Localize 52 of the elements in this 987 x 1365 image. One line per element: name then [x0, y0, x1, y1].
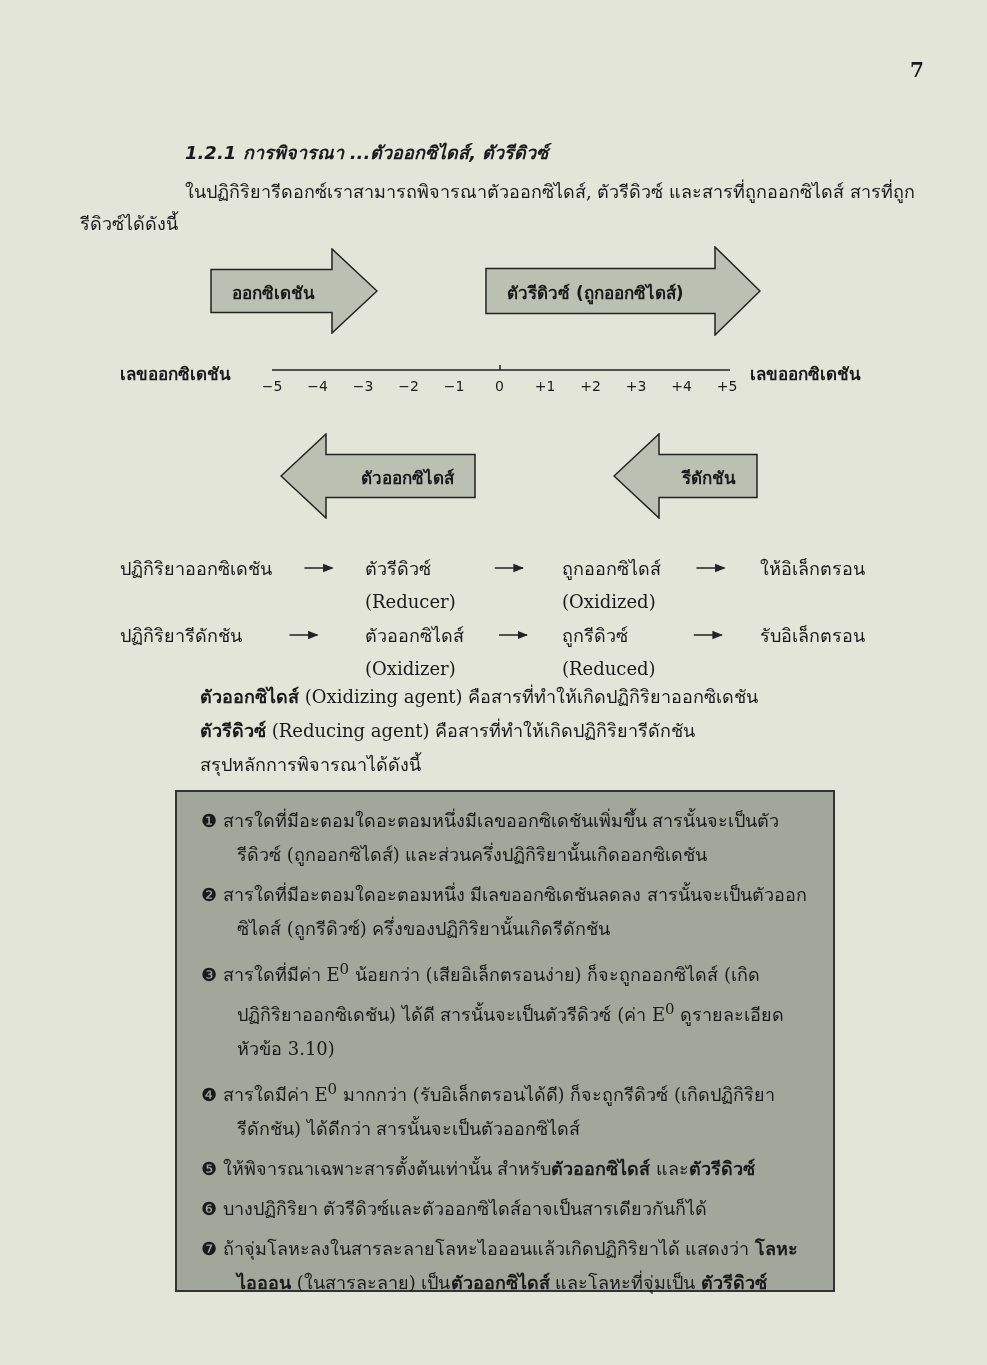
block-arrow — [485, 246, 761, 336]
axis-label: เลขออกซิเดชัน — [750, 363, 861, 386]
block-arrow — [613, 433, 758, 519]
tick-label: −4 — [306, 378, 329, 394]
tick-label: 0 — [494, 378, 505, 394]
definition-text: ตัวรีดิวซ์ (Reducing agent) คือสารที่ทำให้เกิดปฏิกิริยารีดักชัน — [200, 717, 696, 743]
term-text: ปฏิกิริยารีดักชัน — [120, 624, 242, 648]
intro-paragraph: ในปฏิกิริยารีดอกซ์เราสามารถพิจารณาตัวออกซิไดส์, ตัวรีดิวซ์ และสารที่ถูกออกซิไดส์ สารที่ถูกรีดิวซ์ได้ดังนี้ — [80, 178, 916, 236]
english-term: (Oxidizer) — [365, 657, 457, 681]
arrow — [494, 563, 524, 573]
english-term: (Oxidized) — [562, 590, 657, 614]
rule-text: ❼ ถ้าจุ่มโลหะลงในสารละลายโลหะไอออนแล้วเกิดปฏิกิริยาได้ แสดงว่า โลหะไอออน (ในสารละลาย) เป็นตัวออกซิไดส์ และโลหะที่จุ่มเป็น ตัวรีดิวซ์ — [201, 1237, 800, 1296]
english-term: (Reducer) — [365, 590, 456, 614]
rule-text: ❹ สารใดมีค่า E$^{0}$ มากกว่า (รับอิเล็กตรอนได้ดี) ก็จะถูกรีดิวซ์ (เกิดปฏิกิริยารีดักชัน) ได้ดีกว่า สารนั้นจะเป็นตัวออกซิไดส์ — [201, 1079, 777, 1141]
arrow-label: ตัวรีดิวซ์ (ถูกออกซิไดส์) — [507, 282, 684, 306]
arrow-label: รีดักชัน — [682, 467, 736, 490]
tick-label: +4 — [670, 378, 693, 394]
term-text: ถูกออกซิไดส์ — [562, 557, 661, 582]
term-text: รับอิเล็กตรอน — [760, 624, 865, 648]
tick-label: +3 — [624, 378, 648, 394]
english-term: (Reduced) — [562, 657, 656, 681]
tick-label: −5 — [260, 378, 284, 394]
rule-text: ❻ บางปฏิกิริยา ตัวรีดิวซ์และตัวออกซิไดส์อาจเป็นสารเดียวกันก็ได้ — [201, 1197, 709, 1221]
arrow — [695, 563, 726, 573]
arrow-label: ตัวออกซิไดส์ — [361, 467, 454, 490]
arrow — [693, 630, 723, 640]
definition-text: ตัวออกซิไดส์ (Oxidizing agent) คือสารที่ทำให้เกิดปฏิกิริยาออกซิเดชัน — [200, 683, 759, 709]
tick-label: −3 — [351, 378, 375, 394]
rule-text: ❷ สารใดที่มีอะตอมใดอะตอมหนึ่ง มีเลขออกซิเดชันลดลง สารนั้นจะเป็นตัวออกซิไดส์ (ถูกรีดิวซ์) ครึ่งของปฏิกิริยานั้นเกิดรีดักชัน — [201, 881, 809, 942]
block-arrow — [210, 248, 378, 334]
term-text: ตัวรีดิวซ์ — [365, 557, 432, 581]
term-text: ให้อิเล็กตรอน — [760, 557, 865, 581]
summary-intro: สรุปหลักการพิจารณาได้ดังนี้ — [200, 751, 421, 778]
arrow — [303, 563, 334, 573]
tick-label: +2 — [579, 378, 602, 394]
term-text: ตัวออกซิไดส์ — [365, 624, 464, 648]
tick-label: +5 — [715, 378, 739, 394]
block-arrow — [280, 433, 476, 519]
tick-label: +1 — [533, 378, 557, 394]
tick-label: −1 — [442, 378, 466, 394]
rule-text: ❺ ให้พิจารณาเฉพาะสารตั้งต้นเท่านั้น สำหรับตัวออกซิไดส์ และตัวรีดิวซ์ — [201, 1155, 757, 1181]
summary-panel — [175, 790, 835, 1292]
arrow — [288, 630, 319, 640]
arrow — [498, 630, 529, 640]
rule-text: ❶ สารใดที่มีอะตอมใดอะตอมหนึ่งมีเลขออกซิเดชันเพิ่มขึ้น สารนั้นจะเป็นตัวรีดิวซ์ (ถูกออกซิไดส์) และส่วนครึ่งปฏิกิริยานั้นเกิดออกซิเดชัน — [201, 807, 781, 868]
rule-text: ❸ สารใดที่มีค่า E$^{0}$ น้อยกว่า (เสียอิเล็กตรอนง่าย) ก็จะถูกออกซิไดส์ (เกิดปฏิกิริยาออกซิเดชัน) ได้ดี สารนั้นจะเป็นตัวรีดิวซ์ (ค่า E$^{0}$ ดูรายละเอียดหัวข้อ 3.10) — [201, 959, 786, 1061]
axis-label: เลขออกซิเดชัน — [120, 363, 231, 386]
term-text: ปฏิกิริยาออกซิเดชัน — [120, 557, 272, 581]
page-number: 7 — [910, 58, 924, 82]
term-text: ถูกรีดิวซ์ — [562, 624, 629, 649]
tick-label: −2 — [397, 378, 420, 394]
arrow-label: ออกซิเดชัน — [232, 282, 315, 305]
